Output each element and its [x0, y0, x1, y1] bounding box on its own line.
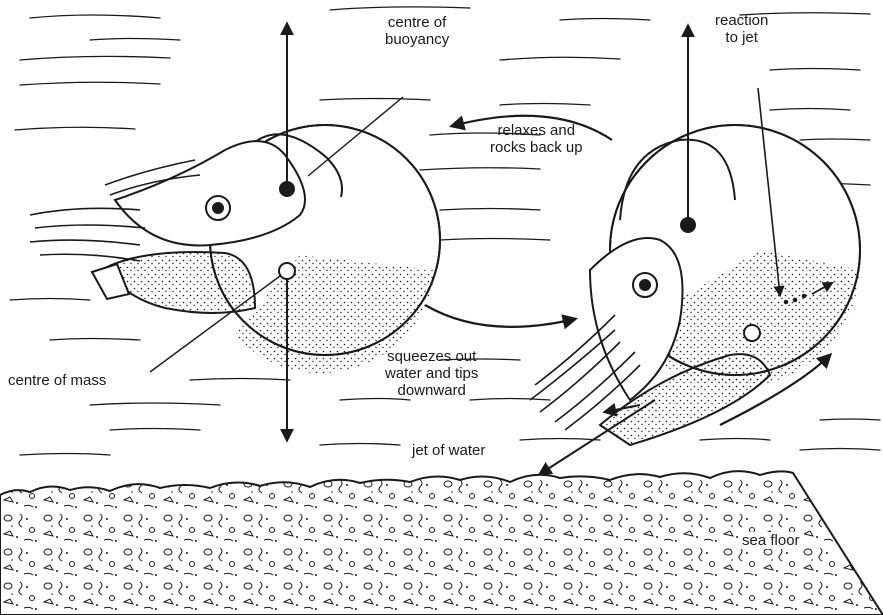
centre-of-mass-label: centre of mass: [8, 372, 106, 389]
squeezes-out-label: squeezes out water and tips downward: [385, 348, 478, 399]
jet-of-water-label: jet of water: [412, 442, 485, 459]
reaction-to-jet-label: reaction to jet: [715, 12, 768, 46]
centre-of-buoyancy-label: centre of buoyancy: [385, 14, 449, 48]
tip-down-arrow: [425, 305, 575, 327]
nautilus-left: [30, 125, 440, 373]
sea-floor-label: sea floor: [738, 532, 804, 549]
nautilus-right: [530, 125, 860, 445]
relaxes-rocks-back-label: relaxes and rocks back up: [490, 122, 583, 156]
